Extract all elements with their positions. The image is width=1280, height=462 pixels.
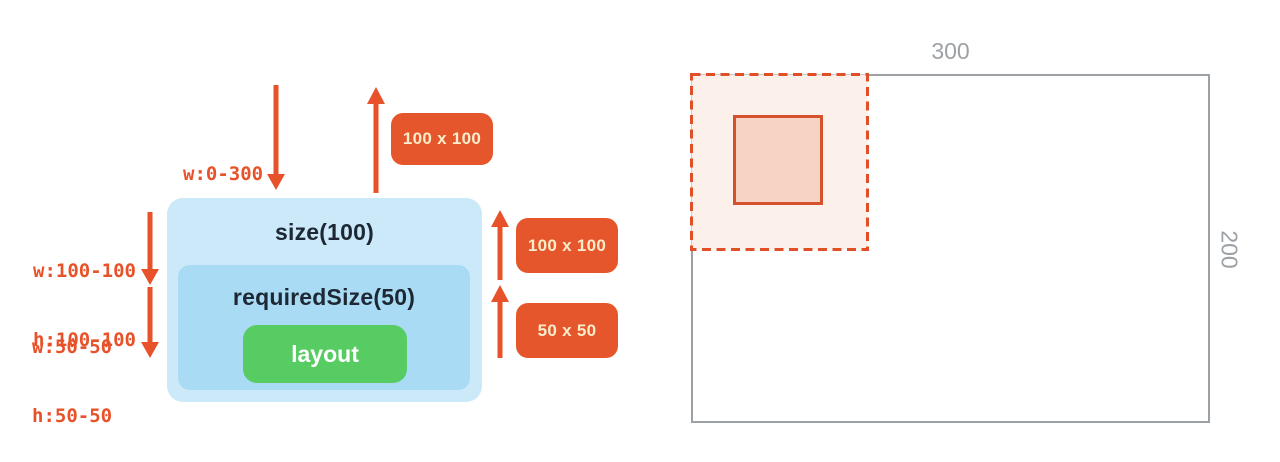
required-size-result-badge: 50 x 50	[516, 303, 618, 358]
layout-node-box: layout	[243, 325, 407, 383]
reported-size-badge-label: 100 x 100	[402, 129, 482, 148]
arrow-up-reported-size-icon	[367, 87, 385, 193]
arrow-up-size-result-icon	[491, 210, 509, 280]
canvas-width-label: 300	[931, 38, 970, 64]
size-constraints-label: w:100-100 h:100-100	[33, 214, 136, 398]
arrow-up-required-size-result-icon	[491, 285, 509, 358]
arrow-down-incoming-constraints-icon	[267, 85, 285, 190]
required-size-constraints-width: w:50-50	[32, 336, 113, 358]
arrow-down-size-constraints-icon	[141, 212, 159, 285]
size-constraints-height: h:100-100	[33, 329, 136, 351]
required-size-constraints-height: h:50-50	[32, 405, 113, 427]
size-modifier-label: size(100)	[275, 219, 374, 245]
size-result-badge: 100 x 100	[516, 218, 618, 273]
reported-size-badge: 100 x 100	[391, 113, 493, 165]
placed-layout-box	[733, 115, 823, 205]
layout-node-label: layout	[291, 340, 359, 367]
required-size-modifier-label: requiredSize(50)	[232, 284, 416, 310]
required-size-result-badge-label: 50 x 50	[537, 320, 597, 340]
canvas-height-label: 200	[1216, 230, 1243, 269]
size-result-badge-label: 100 x 100	[527, 235, 607, 255]
size-constraints-width: w:100-100	[33, 260, 136, 282]
incoming-constraints-width: w:0-300	[183, 163, 264, 185]
required-size-constraints-label: w:50-50 h:50-50	[32, 290, 112, 462]
arrow-down-required-size-constraints-icon	[141, 287, 159, 358]
